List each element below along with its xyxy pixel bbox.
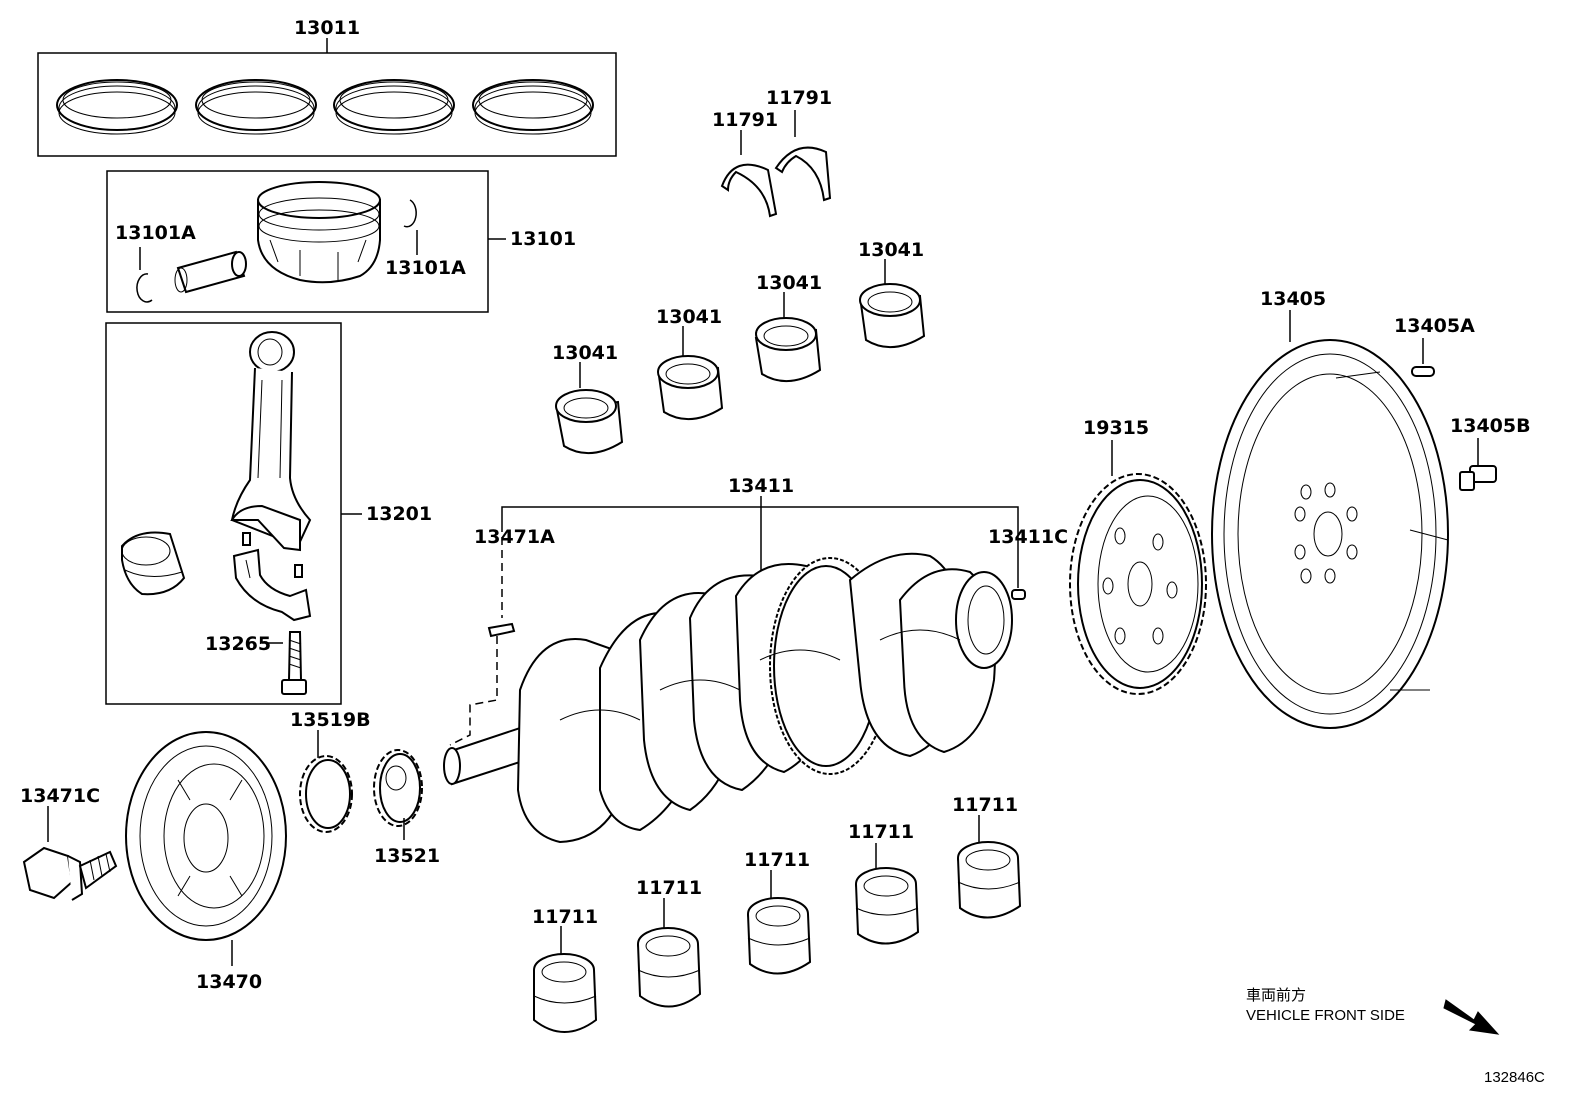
main-bearing-3[interactable] [747,897,812,975]
label-13471c[interactable]: 13471C [20,785,100,807]
label-13411c[interactable]: 13411C [988,526,1068,548]
label-13405a[interactable]: 13405A [1394,315,1475,337]
label-11791-right[interactable]: 11791 [766,87,832,109]
label-13471a[interactable]: 13471A [474,526,555,548]
label-11791-left[interactable]: 11791 [712,109,778,131]
piston-ring-set: 13011 [37,17,617,157]
conrod-bolt[interactable] [281,631,307,695]
label-13521[interactable]: 13521 [374,845,440,867]
vehicle-front-note: 車両前方 VEHICLE FRONT SIDE 132846C [1246,987,1545,1086]
piston-ring-3[interactable] [333,79,455,135]
label-13470[interactable]: 13470 [196,971,262,993]
diagram-id: 132846C [1484,1069,1545,1086]
flywheel-bolt[interactable] [1459,465,1497,491]
signal-plate[interactable] [1069,473,1207,695]
dowel-pin-left [242,532,251,546]
label-13041-2[interactable]: 13041 [656,306,722,328]
label-13201[interactable]: 13201 [366,503,432,525]
sprocket-13519b[interactable] [299,755,353,833]
main-bearing-5[interactable] [957,841,1022,919]
piston-ring-1[interactable] [56,79,178,135]
thrust-washer-left[interactable] [720,163,778,218]
label-13519b[interactable]: 13519B [290,709,371,731]
conrod-bearing-4[interactable] [859,283,926,349]
label-11711-2[interactable]: 11711 [636,877,702,899]
crank-pin-rear[interactable] [1011,589,1026,600]
label-11711-5[interactable]: 11711 [952,794,1018,816]
label-13101[interactable]: 13101 [510,228,576,250]
arrow-down-right-icon [1443,999,1500,1035]
conrod-cap[interactable] [232,548,312,622]
sprockets: 13519B 13521 [290,709,440,867]
piston[interactable] [257,181,381,284]
label-11711-1[interactable]: 11711 [532,906,598,928]
piston-ring-2[interactable] [195,79,317,135]
conrod-bearings: 13041 13041 13041 13041 [552,239,926,455]
flywheel[interactable] [1211,339,1449,729]
flywheel-pin[interactable] [1411,366,1435,377]
front-label-en: VEHICLE FRONT SIDE [1246,1007,1405,1024]
label-19315[interactable]: 19315 [1083,417,1149,439]
signal-plate-assembly: 19315 [1069,417,1207,695]
label-13041-4[interactable]: 13041 [858,239,924,261]
label-13101a-left[interactable]: 13101A [115,222,196,244]
label-13041-3[interactable]: 13041 [756,272,822,294]
pulley-bolt-assembly: 13471C [20,785,118,901]
conrod-bearing-1[interactable] [555,389,624,455]
piston-set-box [106,170,489,313]
conrod-bearing-2[interactable] [657,355,724,421]
piston-set: 13101A 13101A 13101 [106,170,576,313]
label-11711-3[interactable]: 11711 [744,849,810,871]
main-bearing-1[interactable] [533,953,598,1033]
connecting-rod-set: 13265 13201 [105,322,432,705]
pulley-bolt[interactable] [22,846,118,901]
label-13405[interactable]: 13405 [1260,288,1326,310]
thrust-washers: 11791 11791 [712,87,832,218]
main-bearing-2[interactable] [637,927,702,1008]
crankshaft-bracket [501,506,1019,524]
piston-ring-4[interactable] [472,79,594,135]
conrod-bearing-shell[interactable] [121,531,186,596]
front-label-jp: 車両前方 [1246,987,1306,1004]
flywheel-assembly: 13405 13405A 13405B [1211,288,1531,729]
thrust-washer-right[interactable] [774,146,832,202]
snap-ring-left[interactable] [136,273,153,303]
label-13405b[interactable]: 13405B [1450,415,1531,437]
crank-pulley-assembly: 13470 [125,731,287,993]
label-13265[interactable]: 13265 [205,633,271,655]
connecting-rod[interactable] [230,331,312,552]
crankshaft-assembly: 13411 13471A 13411C [443,475,1068,844]
main-bearings: 11711 11711 11711 11711 11711 [532,794,1022,1033]
label-13411[interactable]: 13411 [728,475,794,497]
label-11711-4[interactable]: 11711 [848,821,914,843]
sprocket-13521[interactable] [373,749,423,827]
crank-pulley[interactable] [125,731,287,941]
dowel-pin-right [294,564,303,578]
piston-pin[interactable] [174,250,247,294]
main-bearing-4[interactable] [855,867,920,945]
crankshaft[interactable] [443,552,1013,844]
conrod-bearing-3[interactable] [754,317,822,383]
snap-ring-right[interactable] [403,199,417,228]
label-13101a-right[interactable]: 13101A [385,257,466,279]
crank-key[interactable] [487,622,516,638]
label-13011[interactable]: 13011 [294,17,360,39]
label-13041-1[interactable]: 13041 [552,342,618,364]
